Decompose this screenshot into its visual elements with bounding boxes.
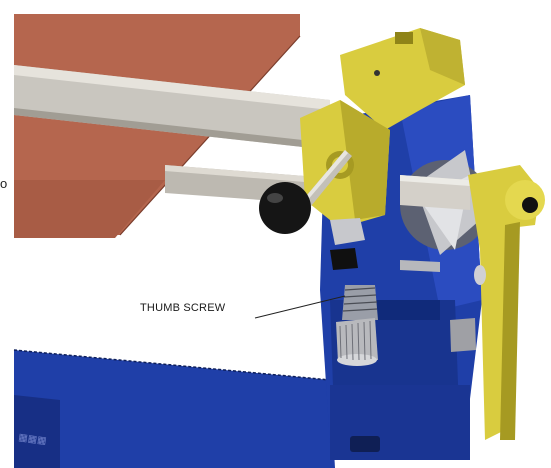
blue-base-plate: ▦▦▦	[13, 349, 335, 468]
ball-knob-icon	[259, 182, 311, 234]
hex-nut-icon	[350, 436, 380, 452]
svg-text:▦▦▦: ▦▦▦	[18, 432, 48, 447]
cropped-edge-text: o	[0, 176, 8, 191]
hex-nuts	[330, 218, 365, 270]
handle-with-ball-knob	[259, 150, 352, 234]
main-roller	[14, 65, 330, 150]
spring-screw	[400, 260, 486, 352]
thumb-screw-callout-label: THUMB SCREW	[140, 302, 226, 314]
callout-leader-line	[254, 295, 346, 319]
thumb-screw	[336, 285, 378, 366]
yellow-crank-arm	[468, 165, 545, 440]
side-shaft	[400, 175, 470, 210]
